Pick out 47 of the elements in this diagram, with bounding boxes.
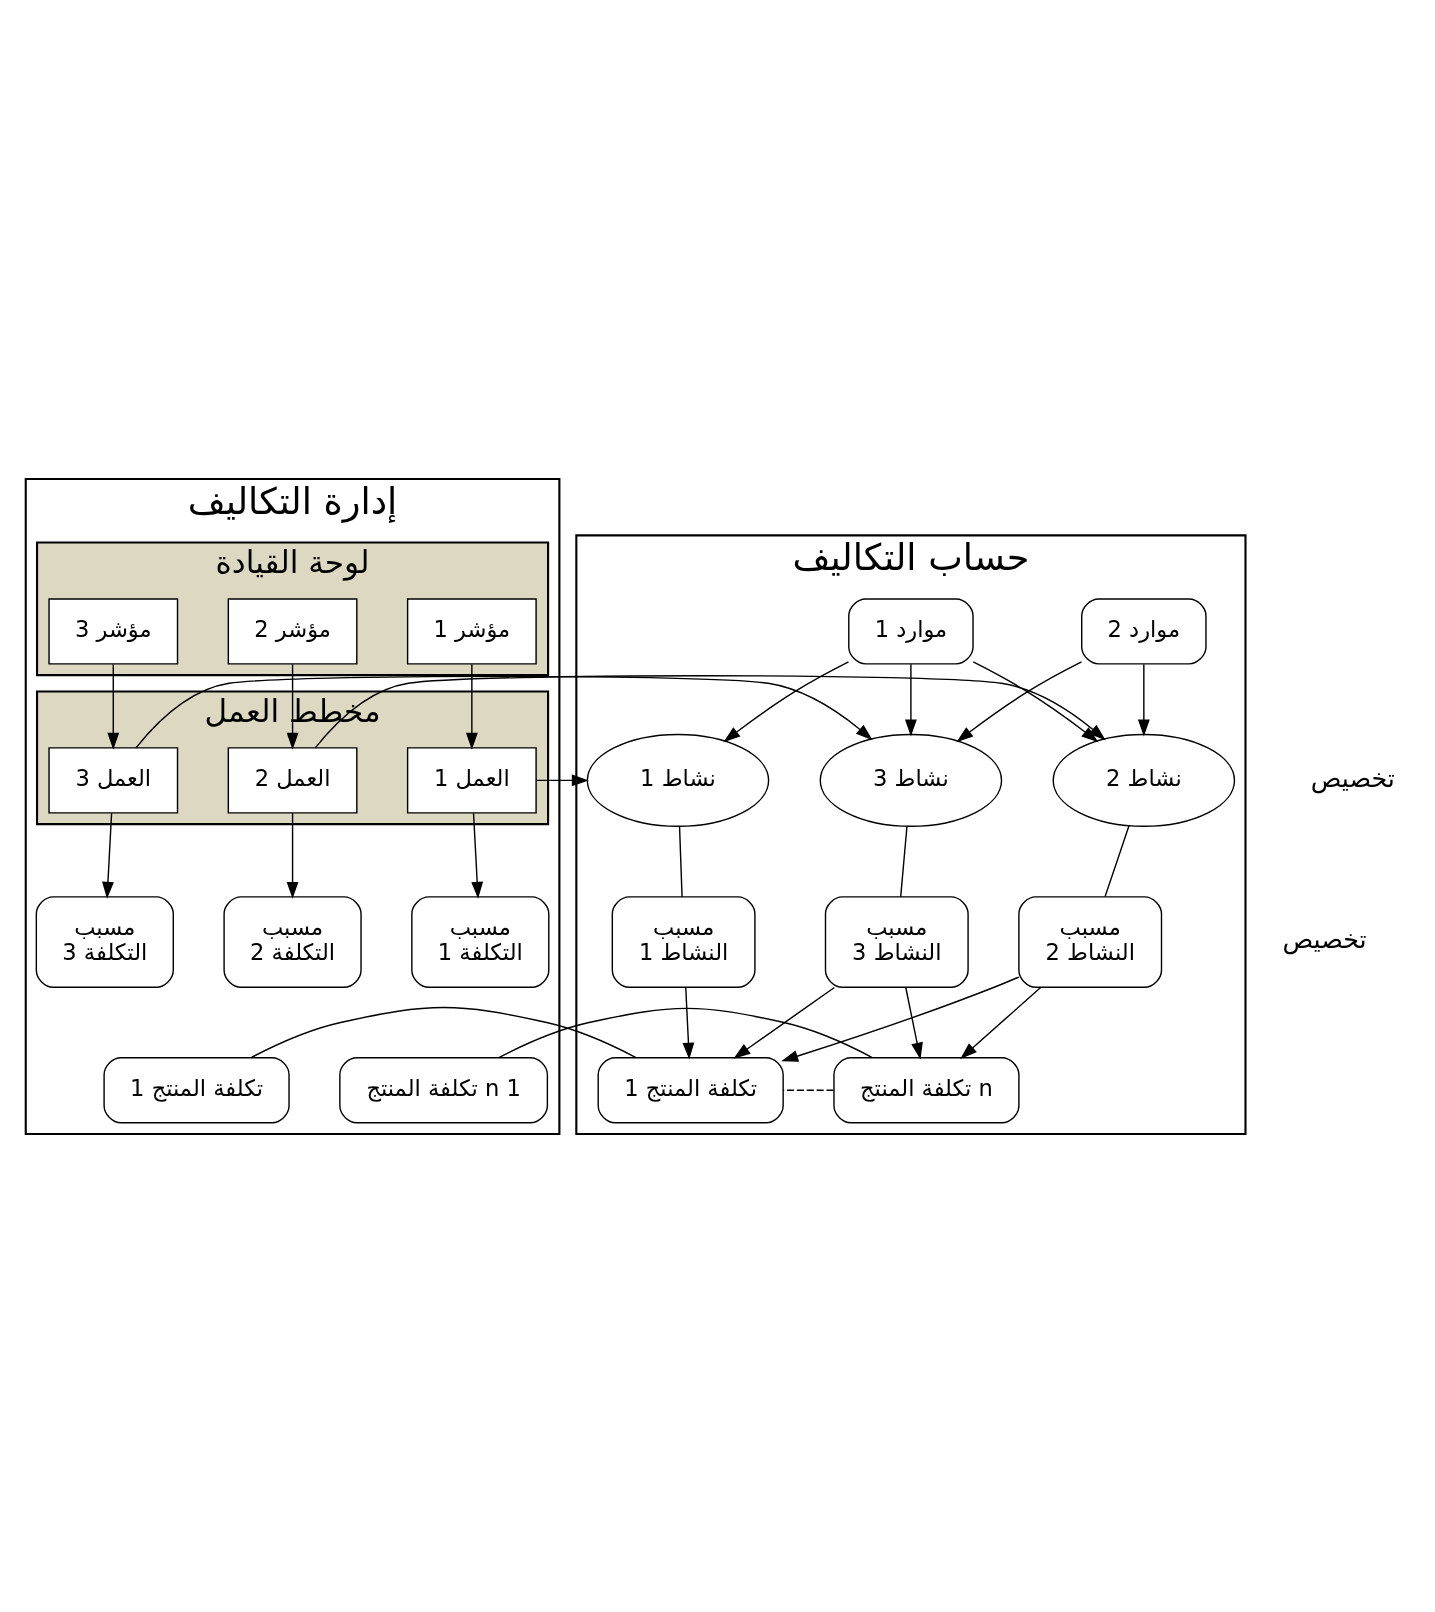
connector [900,825,908,898]
node-box: مسبب التكلفة 1 [411,895,550,988]
node-box: تكلفة المنتج 1 [597,1056,784,1123]
node-box: مسبب النشاط 3 [824,895,969,988]
arrow [960,986,1042,1059]
arrow [904,662,917,736]
node-box: مسبب التكلفة 3 [35,895,174,988]
arrow [102,811,114,899]
arrow [465,662,478,750]
node-box: تكلفة المنتج n 1 [339,1056,549,1123]
arrow [471,811,484,899]
arrow [733,986,836,1059]
node-box: مؤشر 2 [227,597,358,665]
node-box: العمل 2 [227,746,358,814]
arrow [682,986,695,1060]
node-box: مسبب التكلفة 2 [223,895,362,988]
label: تخصيص [1310,762,1395,793]
connector [250,1006,637,1058]
arrow [1137,662,1150,736]
arrow [905,986,923,1060]
node-box: العمل 1 [406,746,537,814]
node-box: موارد 2 [1081,597,1207,665]
node-box: تكلفة المنتج n [833,1056,1020,1123]
arrow [781,975,1020,1062]
node-box: مسبب النشاط 1 [611,895,756,988]
node-box: العمل 3 [48,746,179,814]
node-box: مؤشر 3 [48,597,179,665]
arrow [314,674,1106,749]
arrow [107,662,120,750]
connector [782,1089,835,1091]
arrow [135,675,873,749]
node-ellipse: نشاط 3 [819,733,1003,827]
arrow [972,660,1099,742]
arrow [535,773,589,786]
arrow [286,811,299,899]
node-ellipse: نشاط 2 [1052,733,1236,827]
arrow [956,660,1083,742]
connector [498,1007,873,1058]
arrow [723,660,850,742]
label: تخصيص [1282,923,1367,954]
node-box: موارد 1 [848,597,974,665]
connector [678,825,683,898]
node-box: مؤشر 1 [406,597,537,665]
node-box: مسبب النشاط 2 [1018,895,1163,988]
node-box: تكلفة المنتج 1 [103,1056,290,1123]
connector [1104,824,1130,897]
node-ellipse: نشاط 1 [586,733,770,827]
